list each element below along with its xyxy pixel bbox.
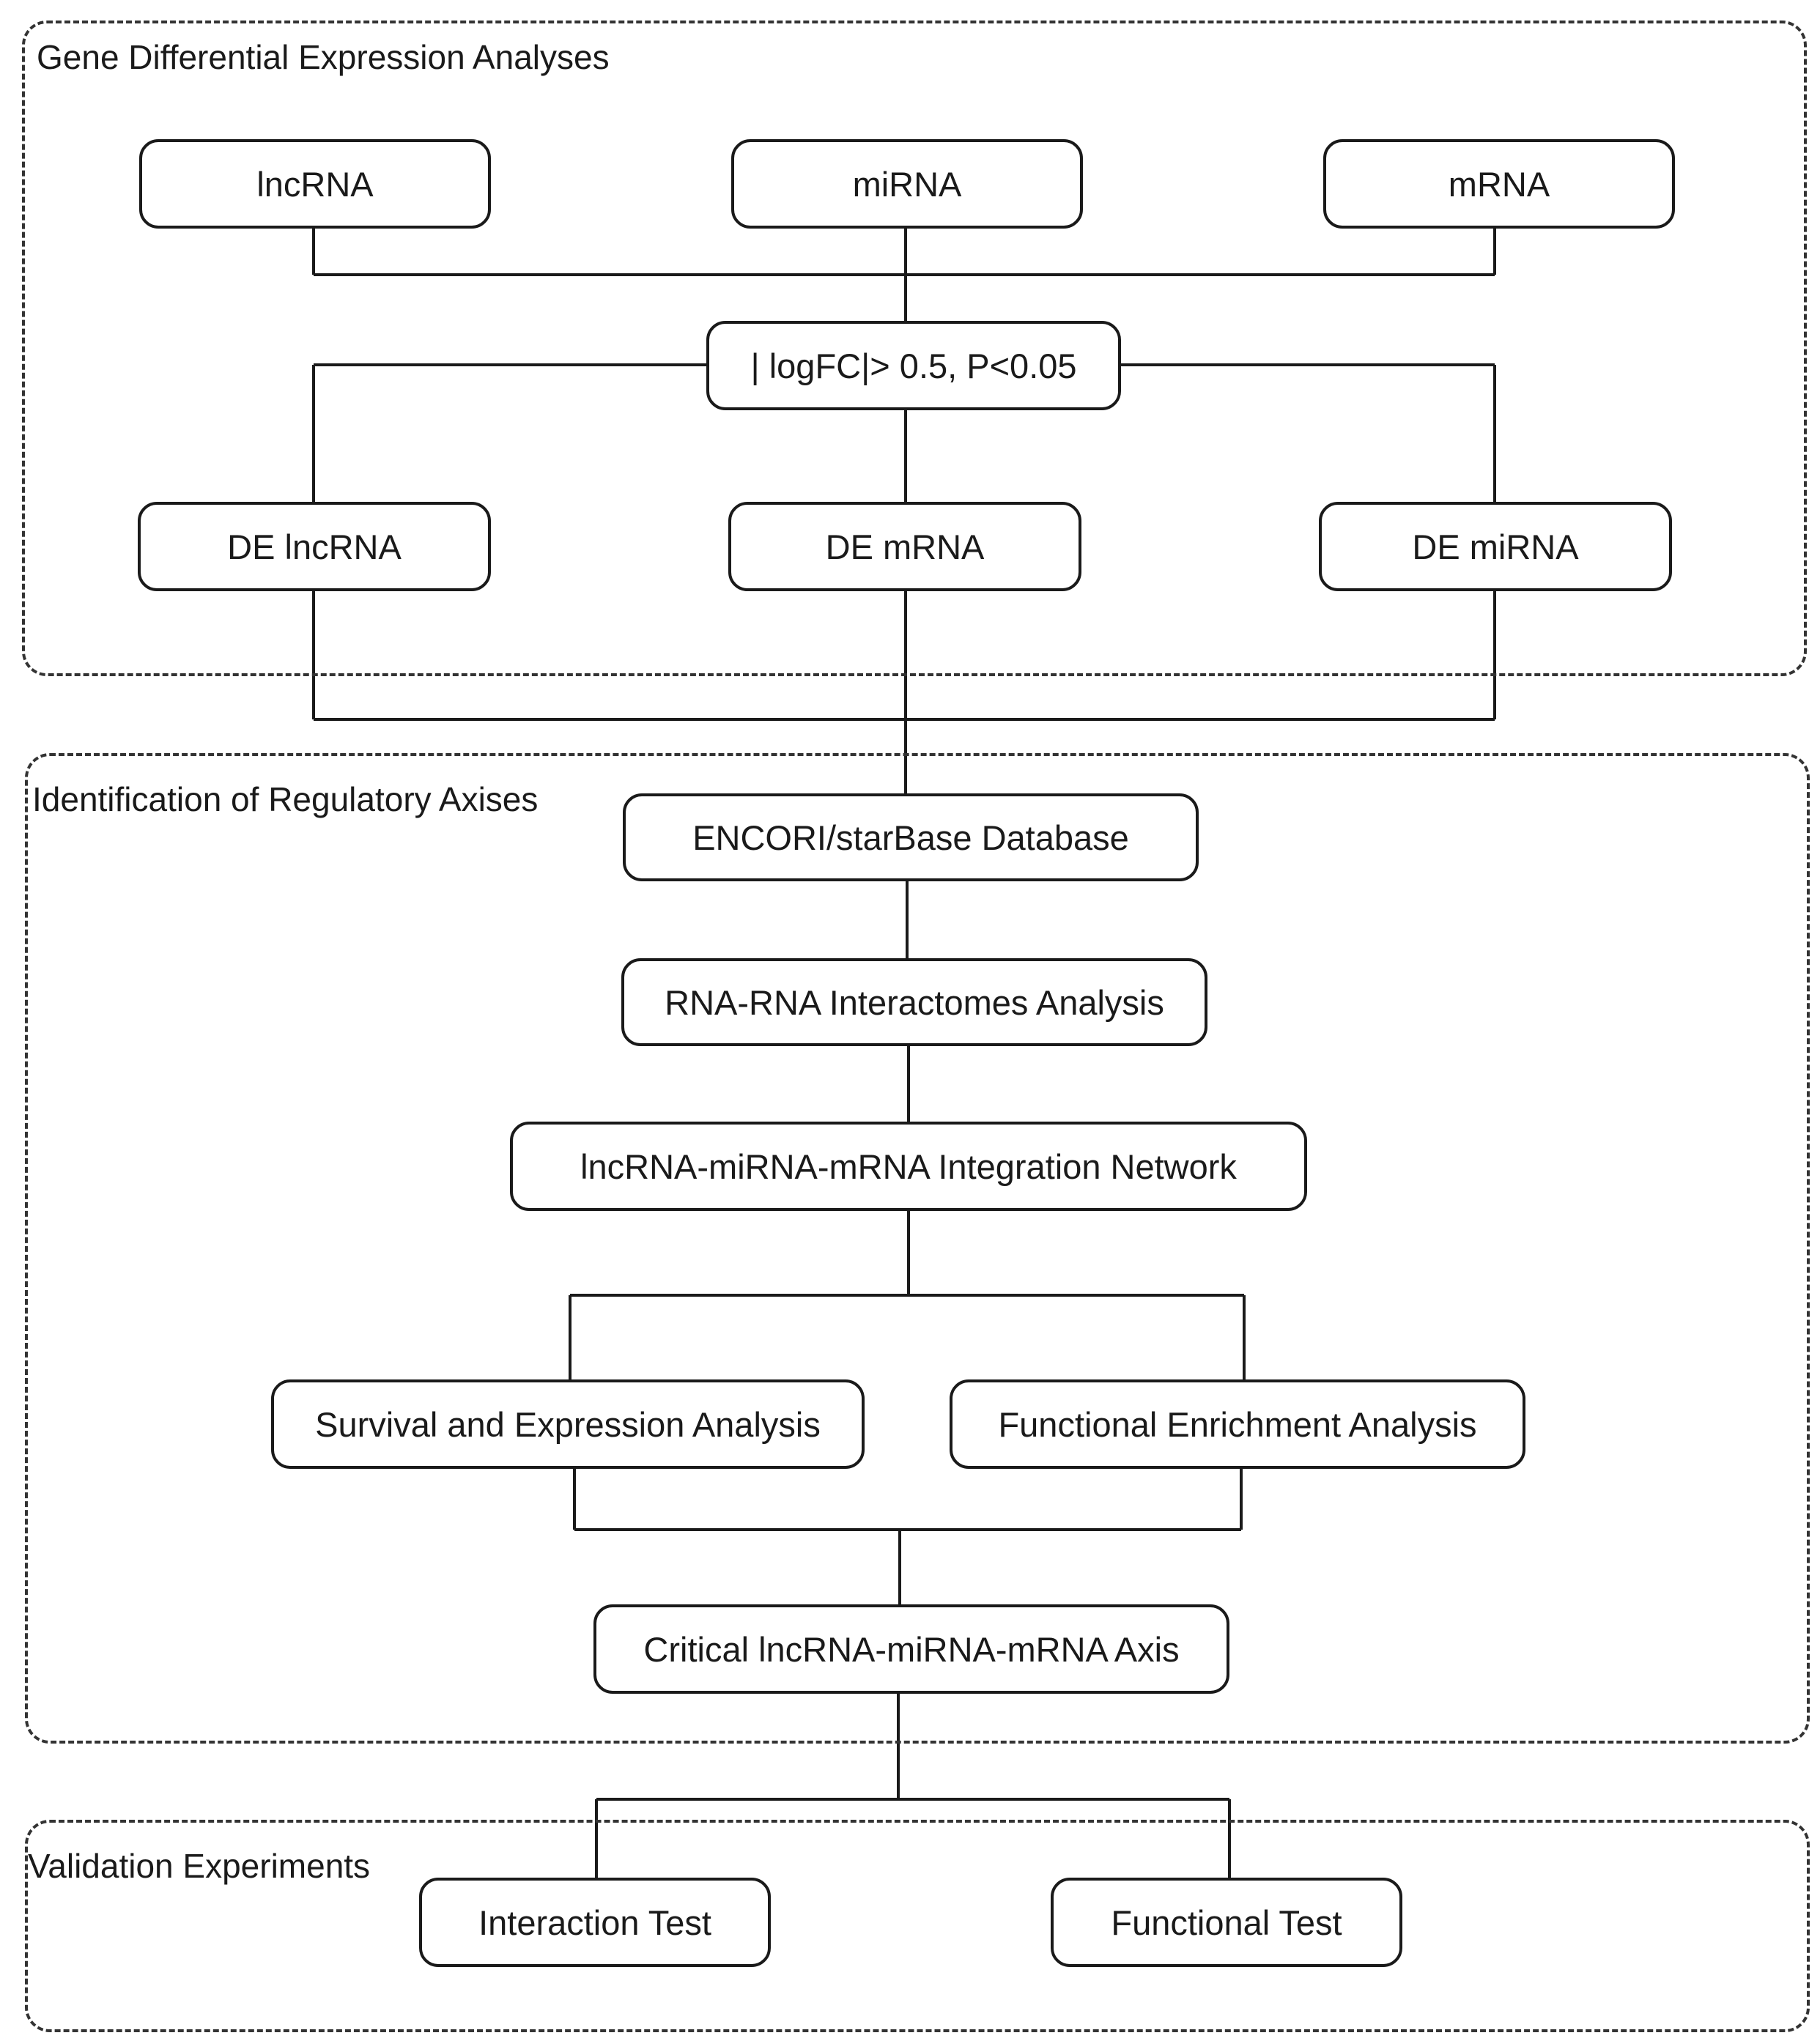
node-integration-network: lncRNA-miRNA-mRNA Integration Network [510,1122,1307,1211]
node-de-lncrna: DE lncRNA [138,502,491,591]
section-gene-differential-expression [22,21,1807,676]
node-mrna: mRNA [1323,139,1675,229]
node-mirna: miRNA [731,139,1083,229]
node-critical-axis: Critical lncRNA-miRNA-mRNA Axis [593,1604,1229,1694]
node-de-mrna: DE mRNA [728,502,1081,591]
section-title-validation: Validation Experiments [28,1847,371,1885]
node-lncrna: lncRNA [139,139,491,229]
node-interaction-test: Interaction Test [419,1878,771,1967]
section-validation-experiments [25,1820,1810,2032]
node-functional-test: Functional Test [1051,1878,1402,1967]
node-threshold: | logFC|> 0.5, P<0.05 [706,321,1121,410]
section-title-regulatory: Identification of Regulatory Axises [32,780,539,818]
node-de-mirna: DE miRNA [1319,502,1672,591]
section-regulatory-axes [25,753,1810,1744]
node-survival-expression: Survival and Expression Analysis [271,1379,865,1469]
node-functional-enrichment: Functional Enrichment Analysis [950,1379,1525,1469]
node-encori-database: ENCORI/starBase Database [623,793,1199,881]
node-rna-rna-interactomes: RNA-RNA Interactomes Analysis [621,958,1207,1046]
section-title-gene-de: Gene Differential Expression Analyses [37,38,610,76]
